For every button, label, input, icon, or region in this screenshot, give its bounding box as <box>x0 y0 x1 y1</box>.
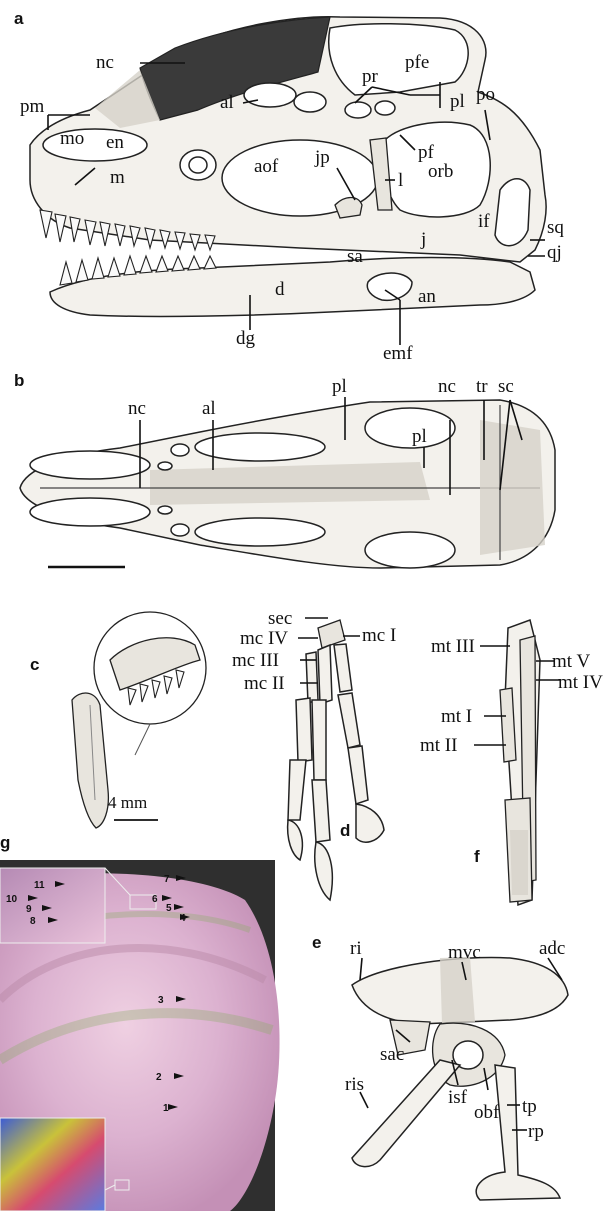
panel-d-manus: sec mc IV mc I mc III mc II d <box>232 608 396 900</box>
mark-11: 11 <box>34 880 45 891</box>
mark-5: 5 <box>166 903 172 914</box>
label-f-mt-v: mt V <box>552 651 590 672</box>
external-naris-en <box>43 129 147 161</box>
label-a-aof: aof <box>254 156 279 177</box>
infratemporal-fenestra <box>495 179 530 246</box>
inset-bottom-image <box>0 1118 105 1211</box>
panel-letter-e: e <box>312 933 321 952</box>
panel-c-tooth: c 4 mm <box>30 612 206 828</box>
label-e-mvc: mvc <box>448 942 481 963</box>
mark-10: 10 <box>6 894 18 905</box>
label-a-pl: pl <box>450 91 465 112</box>
label-e-ris: ris <box>345 1074 364 1095</box>
label-b-tr: tr <box>476 376 488 397</box>
mark-9: 9 <box>26 904 32 915</box>
label-d-sec: sec <box>268 608 292 629</box>
label-b-pl-mid: pl <box>412 426 427 447</box>
mandible <box>50 258 535 317</box>
label-a-m: m <box>110 167 125 188</box>
label-a-qj: qj <box>547 242 562 263</box>
panel-g-thin-section: g 1 2 3 4 5 6 7 8 9 10 11 <box>0 833 280 1211</box>
label-a-if: if <box>478 211 490 232</box>
label-b-nc: nc <box>128 398 146 419</box>
label-f-mt-ii: mt II <box>420 735 457 756</box>
label-f-mt-i: mt I <box>441 706 472 727</box>
label-e-obf: obf <box>474 1102 500 1123</box>
label-d-mc-ii: mc II <box>244 673 285 694</box>
label-e-tp: tp <box>522 1096 537 1117</box>
label-f-mt-iv: mt IV <box>558 672 603 693</box>
mark-1: 1 <box>163 1103 169 1114</box>
label-b-al: al <box>202 398 216 419</box>
label-e-adc: adc <box>539 938 565 959</box>
label-a-po: po <box>476 84 495 105</box>
label-e-isf: isf <box>448 1087 468 1108</box>
label-d-mc-iv: mc IV <box>240 628 288 649</box>
label-a-pfe: pfe <box>405 52 429 73</box>
label-d-mc-iii: mc III <box>232 650 279 671</box>
panel-b-skull-dorsal: b nc al pl nc tr sc pl <box>14 371 555 568</box>
mark-3: 3 <box>158 995 164 1006</box>
label-a-j: j <box>420 229 426 250</box>
pubis <box>476 1065 560 1200</box>
mark-7: 7 <box>164 874 170 885</box>
panel-letter-b: b <box>14 371 24 390</box>
label-a-pf: pf <box>418 142 435 163</box>
label-a-d: d <box>275 279 285 300</box>
label-a-an: an <box>418 286 436 307</box>
panel-letter-g: g <box>0 833 10 852</box>
mark-6: 6 <box>152 894 158 905</box>
label-f-mt-iii: mt III <box>431 636 475 657</box>
label-a-pm: pm <box>20 96 45 117</box>
label-a-emf: emf <box>383 343 413 364</box>
nasal-fenestra-al <box>244 83 296 107</box>
label-e-sac: sac <box>380 1044 404 1065</box>
scale-label-c: 4 mm <box>108 793 147 812</box>
label-a-dg: dg <box>236 328 256 349</box>
label-a-jp: jp <box>314 147 330 168</box>
panel-letter-c: c <box>30 655 39 674</box>
label-a-nc: nc <box>96 52 114 73</box>
label-b-pl-top: pl <box>332 376 347 397</box>
label-a-en: en <box>106 132 124 153</box>
label-a-sa: sa <box>347 246 363 267</box>
label-e-ri: ri <box>350 938 362 959</box>
mark-8: 8 <box>30 916 36 927</box>
mark-2: 2 <box>156 1072 162 1083</box>
ischium <box>352 1060 460 1167</box>
label-d-mc-i: mc I <box>362 625 396 646</box>
panel-letter-f: f <box>474 847 480 866</box>
label-b-nc2: nc <box>438 376 456 397</box>
panel-letter-a: a <box>14 9 24 28</box>
label-a-sq: sq <box>547 217 564 238</box>
panel-e-pelvis: e ri mvc adc sac ris isf obf tp rp <box>312 933 568 1200</box>
label-a-pr: pr <box>362 66 379 87</box>
panel-f-metatarsus: mt III mt V mt IV mt I mt II f <box>420 620 603 905</box>
label-b-sc: sc <box>498 376 514 397</box>
label-a-l: l <box>398 170 403 191</box>
label-e-rp: rp <box>528 1121 544 1142</box>
panel-a-skull-lateral: a <box>14 9 564 364</box>
label-a-al: al <box>220 92 234 113</box>
label-a-mo: mo <box>60 128 84 149</box>
inset-top-image <box>0 868 105 943</box>
mark-4: 4 <box>180 913 186 924</box>
panel-letter-d: d <box>340 821 350 840</box>
label-a-orb: orb <box>428 161 453 182</box>
